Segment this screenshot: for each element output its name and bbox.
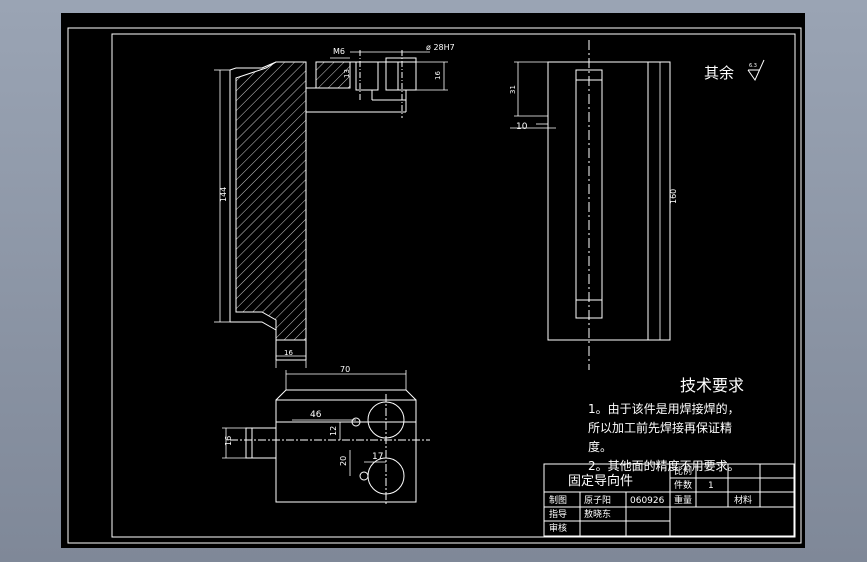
tech-req-line1: 1。由于该件是用焊接焊的，: [588, 401, 740, 416]
drawn-date: 060926: [630, 496, 665, 506]
tech-req-line2: 所以加工前先焊接再保证精: [588, 420, 732, 435]
dim-46: 46: [310, 410, 322, 420]
roughness-symbol: [747, 59, 765, 82]
side-view: [547, 40, 671, 370]
dim-16-left: 16: [224, 436, 233, 446]
dim-m6: M6: [333, 47, 345, 56]
review-label: 审核: [549, 522, 567, 534]
drawn-label: 制图: [549, 494, 567, 506]
dim-13: 13: [343, 69, 351, 78]
outer-border: [67, 27, 802, 544]
top-view-dimensions: [222, 370, 407, 476]
part-name: 固定导向件: [568, 473, 633, 489]
dim-160: 160: [669, 189, 678, 204]
tech-req-line4: 2。其他面的精度不用要求。: [588, 458, 740, 473]
weight-label: 重量: [674, 494, 692, 506]
title-block: [543, 463, 795, 537]
dim-10: 10: [516, 122, 528, 132]
inner-frame: [111, 33, 796, 538]
roughness-value: 6.3: [749, 63, 757, 69]
dim-17: 17: [372, 452, 383, 462]
count-value: 1: [708, 481, 714, 491]
drawing-background: [61, 13, 805, 548]
top-view: [230, 389, 430, 506]
dim-16-top: 16: [434, 71, 442, 80]
scale-label: 比例: [674, 465, 692, 477]
side-view-dimensions: [510, 61, 661, 340]
dim-20: 20: [339, 456, 348, 466]
tech-req-title: 技术要求: [680, 376, 744, 395]
front-section-view: [229, 50, 417, 361]
dim-31: 31: [509, 85, 517, 94]
dim-70: 70: [340, 365, 350, 374]
front-view-dimensions: [214, 51, 448, 368]
dim-16-bottom: 16: [284, 349, 293, 357]
dim-12: 12: [329, 426, 338, 436]
surface-note: 其余: [704, 64, 734, 82]
dim-144: 144: [219, 187, 228, 202]
material-label: 材料: [734, 494, 752, 506]
tech-req-line3: 度。: [588, 439, 612, 454]
guide-name: 敖晓东: [584, 508, 611, 520]
dim-hole: ø 28H7: [426, 43, 455, 52]
guide-label: 指导: [549, 508, 567, 520]
drawn-name: 原子阳: [584, 495, 611, 506]
count-label: 件数: [674, 479, 692, 491]
